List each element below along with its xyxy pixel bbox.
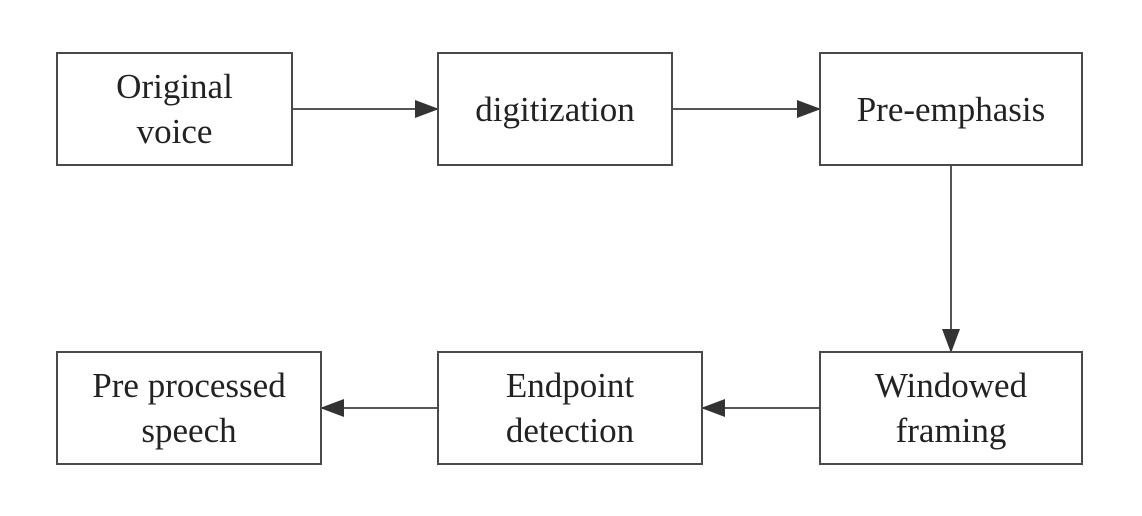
node-pre-processed-speech: Pre processed speech	[56, 351, 322, 465]
node-label: Pre processed speech	[92, 366, 286, 450]
node-endpoint-detection: Endpoint detection	[437, 351, 703, 465]
node-label: Endpoint detection	[505, 366, 635, 450]
node-pre-emphasis: Pre-emphasis	[819, 52, 1083, 166]
node-label: digitization	[475, 89, 635, 129]
node-label: Pre-emphasis	[856, 89, 1046, 129]
node-digitization: digitization	[437, 52, 673, 166]
node-label: Original voice	[116, 67, 233, 151]
node-windowed-framing: Windowed framing	[819, 351, 1083, 465]
node-label: Windowed framing	[874, 366, 1028, 450]
node-original-voice: Original voice	[56, 52, 293, 166]
